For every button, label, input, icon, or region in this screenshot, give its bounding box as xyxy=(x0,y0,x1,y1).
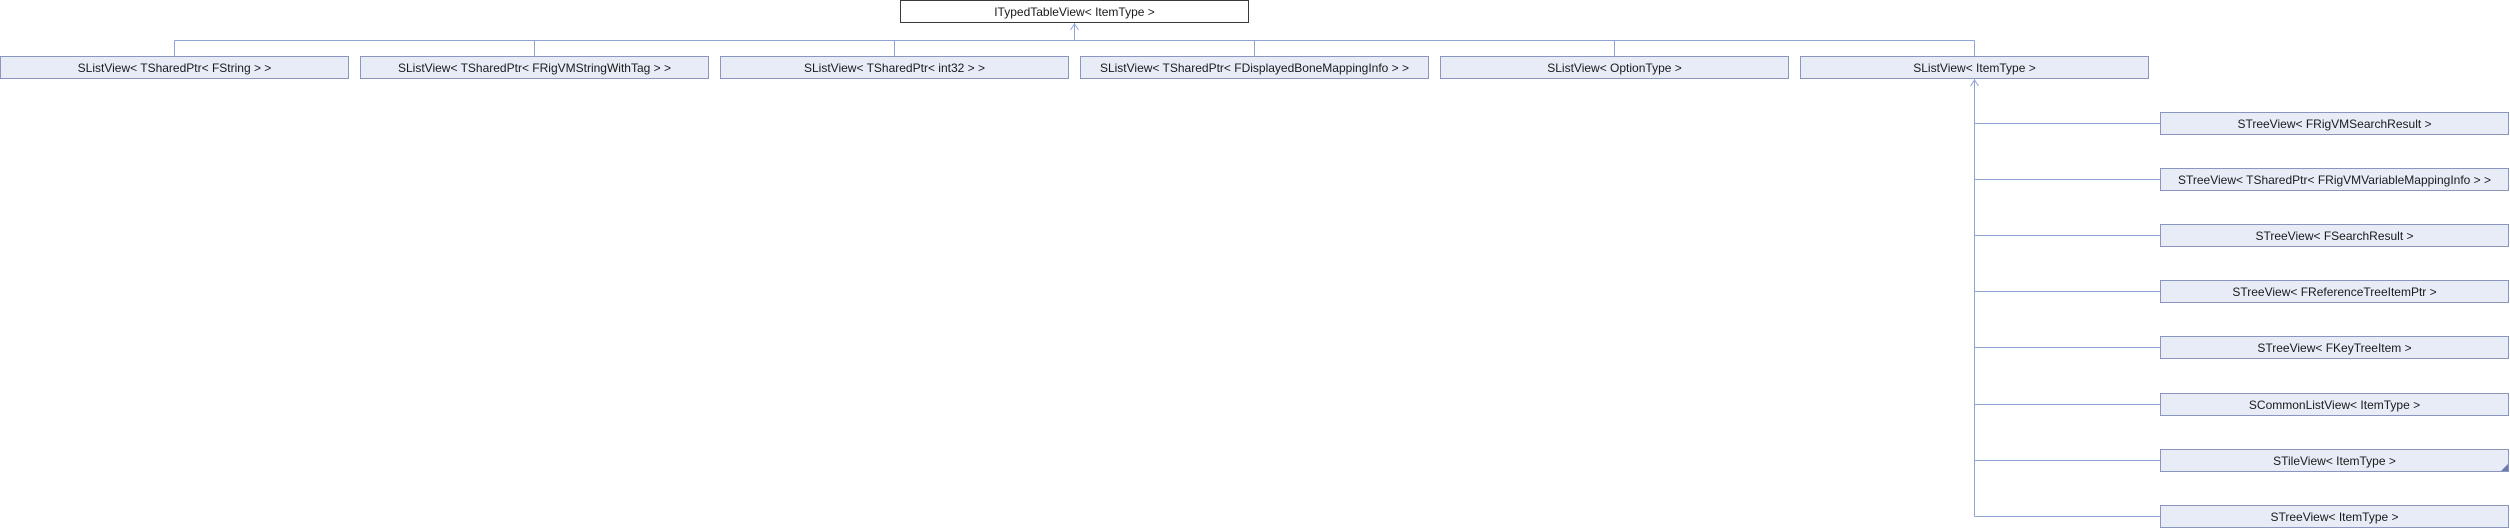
class-node-slistview-frigvmstringwithtag[interactable]: SListView< TSharedPtr< FRigVMStringWithT… xyxy=(360,56,709,79)
class-node-streeview-itemtype[interactable]: STreeView< ItemType > xyxy=(2160,505,2509,528)
class-node-slistview-optiontype[interactable]: SListView< OptionType > xyxy=(1440,56,1789,79)
class-node-ityped-table-view[interactable]: ITypedTableView< ItemType > xyxy=(900,0,1249,23)
class-node-slistview-fstring[interactable]: SListView< TSharedPtr< FString > > xyxy=(0,56,349,79)
class-node-streeview-fkeytreeitem[interactable]: STreeView< FKeyTreeItem > xyxy=(2160,336,2509,359)
class-node-stileview-itemtype[interactable]: STileView< ItemType > xyxy=(2160,449,2509,472)
class-node-streeview-frigvmsearchresult[interactable]: STreeView< FRigVMSearchResult > xyxy=(2160,112,2509,135)
class-node-streeview-frigvmvariablemappinginfo[interactable]: STreeView< TSharedPtr< FRigVMVariableMap… xyxy=(2160,168,2509,191)
class-node-streeview-fsearchresult[interactable]: STreeView< FSearchResult > xyxy=(2160,224,2509,247)
class-node-slistview-int32[interactable]: SListView< TSharedPtr< int32 > > xyxy=(720,56,1069,79)
class-node-slistview-fdisplayedbonemappinginfo[interactable]: SListView< TSharedPtr< FDisplayedBoneMap… xyxy=(1080,56,1429,79)
class-node-slistview-itemtype[interactable]: SListView< ItemType > xyxy=(1800,56,2149,79)
arrowhead-root xyxy=(1070,23,1079,31)
class-node-scommonlistview-itemtype[interactable]: SCommonListView< ItemType > xyxy=(2160,393,2509,416)
arrowhead-itemtype xyxy=(1970,79,1979,87)
class-node-streeview-freferencetreeitemptr[interactable]: STreeView< FReferenceTreeItemPtr > xyxy=(2160,280,2509,303)
